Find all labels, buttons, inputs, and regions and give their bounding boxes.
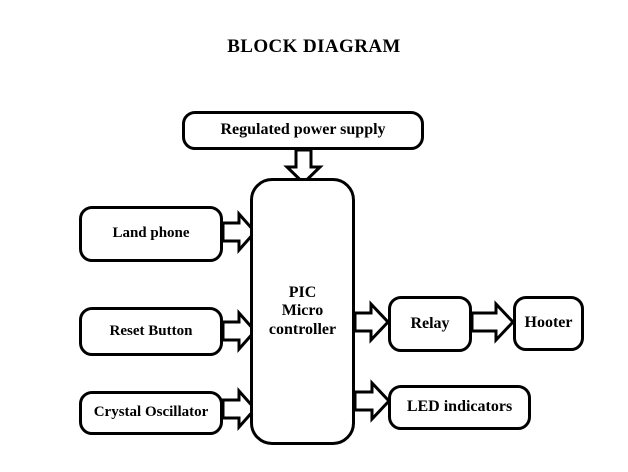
arrow-crystal-to-mcu: [221, 387, 258, 431]
arrow-landphone-to-mcu: [221, 210, 258, 254]
node-reset-button[interactable]: Reset Button: [79, 307, 223, 356]
arrow-mcu-to-led: [353, 379, 392, 423]
node-label-relay: Relay: [410, 314, 450, 332]
node-led-indicators[interactable]: LED indicators: [388, 385, 531, 430]
node-label-hooter: Hooter: [524, 314, 573, 332]
node-label-reset-button: Reset Button: [109, 322, 193, 339]
arrow-relay-to-hooter: [470, 300, 516, 344]
node-crystal-oscillator[interactable]: Crystal Oscillator: [79, 391, 223, 435]
arrow-mcu-to-relay: [353, 300, 391, 344]
node-label-led-indicators: LED indicators: [406, 398, 513, 416]
node-label-crystal-oscillator: Crystal Oscillator: [93, 404, 209, 421]
node-regulated-power-supply[interactable]: Regulated power supply: [182, 111, 424, 150]
node-label-land-phone: Land phone: [112, 225, 190, 242]
node-hooter[interactable]: Hooter: [513, 296, 584, 351]
node-label-pic-microcontroller: PIC Micro controller: [268, 283, 337, 338]
arrow-reset-to-mcu: [221, 309, 258, 353]
page-title: BLOCK DIAGRAM: [227, 36, 401, 57]
node-label-power-supply: Regulated power supply: [220, 121, 386, 139]
node-pic-microcontroller[interactable]: PIC Micro controller: [250, 178, 355, 445]
arrow-power-to-mcu: [283, 148, 324, 186]
node-relay[interactable]: Relay: [388, 296, 472, 352]
node-land-phone[interactable]: Land phone: [79, 206, 223, 262]
